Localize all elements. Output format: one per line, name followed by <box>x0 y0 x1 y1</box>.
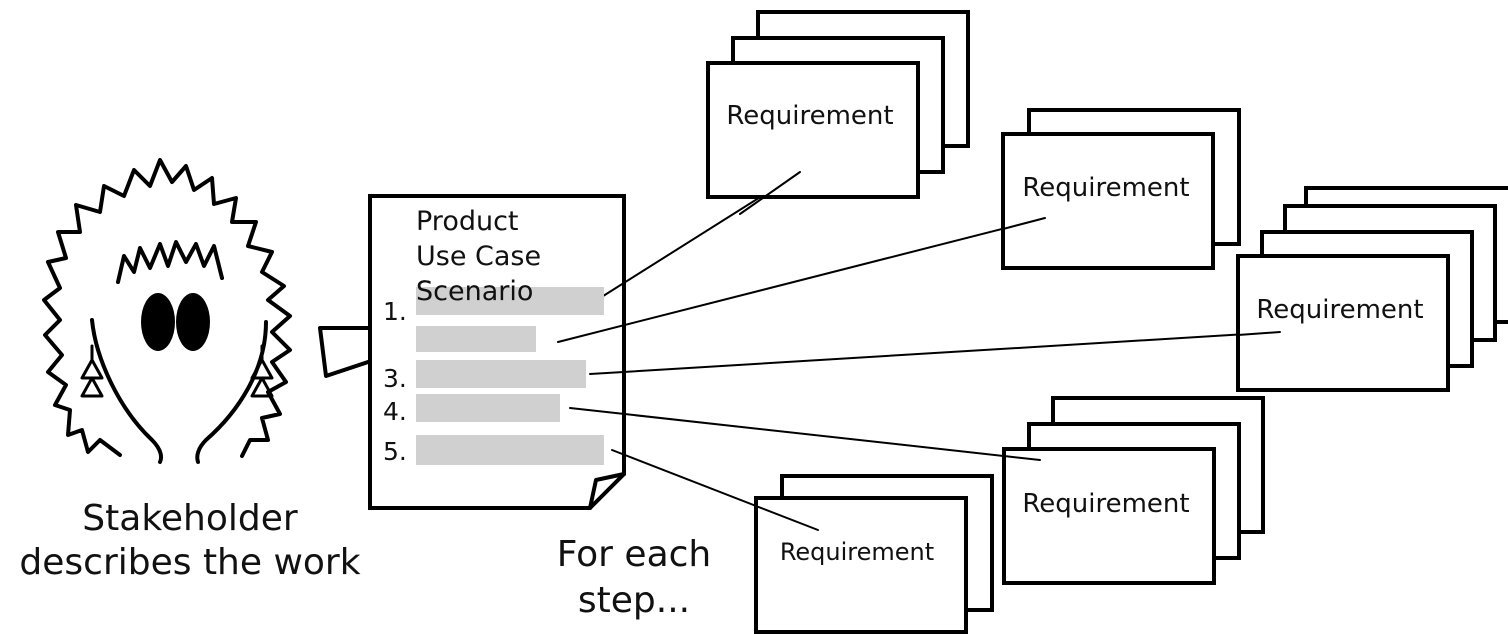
step-bar-4 <box>416 394 560 422</box>
connector-step4-tip <box>1003 455 1041 461</box>
document-title-line1: Product <box>416 206 519 237</box>
document-title-line3-overlay: Scenario <box>416 276 533 307</box>
requirement-label-5: Requirement <box>780 538 934 566</box>
step-bar-2 <box>416 326 536 352</box>
step-list: Scenario 1. 3. 4. 5. <box>383 276 604 466</box>
step-number-4: 4. <box>383 397 407 426</box>
stakeholder-face-left <box>90 318 163 464</box>
for-each-step-line2: step... <box>578 580 690 621</box>
requirement-stack-5: Requirement <box>754 474 994 634</box>
requirement-label-2: Requirement <box>1022 173 1189 203</box>
requirement-card-front <box>1002 447 1216 585</box>
requirement-card-front <box>1001 132 1215 270</box>
stakeholder-caption-line1: Stakeholder <box>82 498 298 539</box>
step-number-5: 5. <box>383 437 407 466</box>
requirement-label-3: Requirement <box>1256 295 1423 325</box>
requirement-card-front <box>1236 254 1450 392</box>
connector-step3 <box>589 331 1281 375</box>
connector-step3-tip <box>1237 331 1281 336</box>
step-bar-3 <box>416 360 586 388</box>
requirement-stack-4: Requirement <box>1002 396 1265 585</box>
requirement-stack-3: Requirement <box>1236 186 1508 392</box>
connector-step4 <box>569 407 1041 461</box>
step-bar-5 <box>416 435 604 465</box>
connector-overlays <box>739 171 1281 531</box>
connector-step2 <box>557 217 1046 343</box>
requirement-card-front <box>706 61 920 199</box>
requirement-stack-2: Requirement <box>1001 108 1241 270</box>
stakeholder-left-eye <box>141 293 175 351</box>
requirement-label-1: Requirement <box>726 101 893 131</box>
step-number-1: 1. <box>383 297 407 326</box>
stakeholder-right-earring <box>250 344 274 398</box>
stakeholder-figure <box>42 158 292 464</box>
requirement-label-4: Requirement <box>1022 489 1189 519</box>
step-bar-1 <box>416 287 604 315</box>
document-folded-corner <box>588 472 626 510</box>
connector-step1-tip <box>739 171 801 215</box>
stakeholder-left-earring <box>80 344 104 398</box>
stakeholder-caption-line2: describes the work <box>19 542 360 583</box>
requirement-stack-1: Requirement <box>706 10 970 199</box>
connector-step5-tip <box>755 505 819 531</box>
stakeholder-fur-outline <box>42 158 292 458</box>
stakeholder-right-eye <box>176 293 210 351</box>
step-number-3: 3. <box>383 364 407 393</box>
document-title-line2: Use Case <box>416 241 541 272</box>
connector-step2-tip <box>1002 217 1046 230</box>
for-each-step-line1: For each <box>557 534 712 575</box>
stakeholder-hairline <box>116 240 224 284</box>
